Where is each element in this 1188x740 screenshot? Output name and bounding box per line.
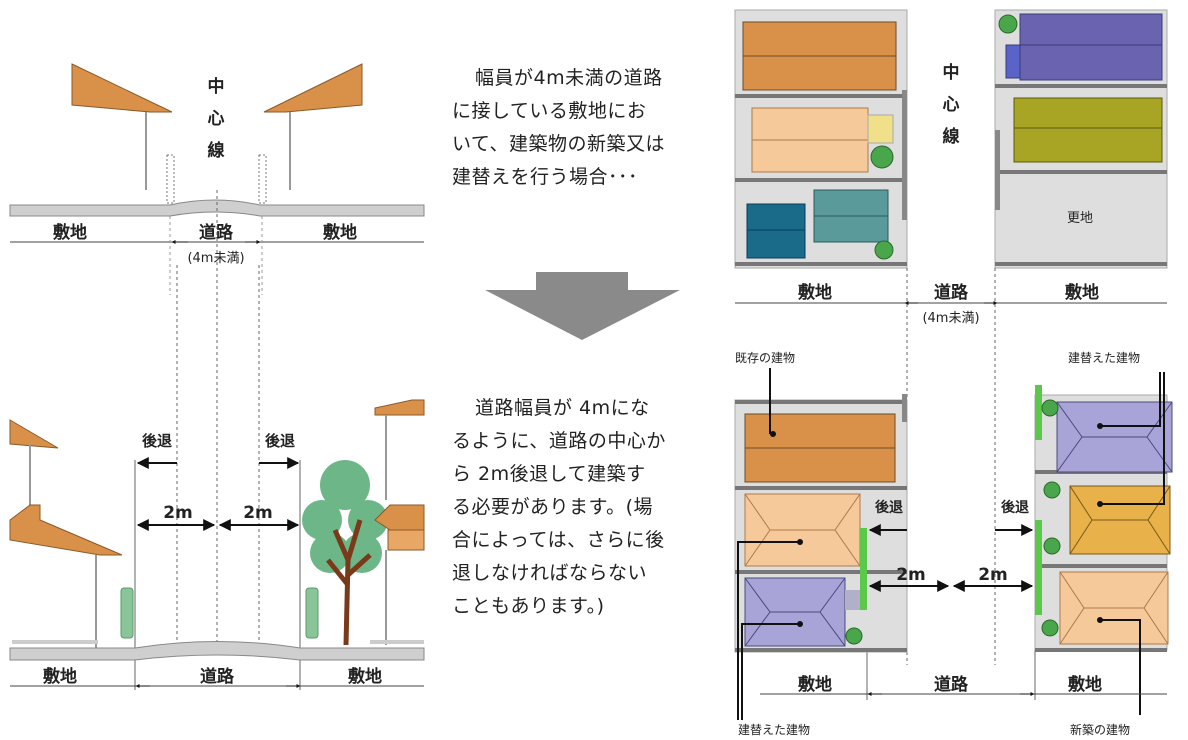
explanation-2-line-4: る必要があります。(場: [452, 496, 653, 518]
rebuilt-house-left-1: [744, 493, 861, 567]
left-upper-roof: [9, 419, 59, 449]
right-setback-right-label: 後退: [1001, 499, 1029, 516]
left-bottom-ground: [9, 641, 425, 661]
right-centerline-char-2: 心: [943, 95, 960, 115]
explanation-1-line-4: 建替えを行う場合･･･: [452, 166, 638, 188]
explanation-2: 道路幅員が 4mにな るように、道路の中心か ら 2m後退して建築す る必要があ…: [452, 397, 666, 617]
left-bottom-section: 後退 後退 2m 2m 敷地 道路 敷地: [9, 399, 425, 688]
rebuilt-house-right-2: [1069, 485, 1171, 555]
hedge-left: [860, 528, 867, 610]
down-arrow-stem: [536, 272, 628, 294]
centerline-char-3: 線: [208, 140, 225, 161]
setback-right-label: 後退: [264, 432, 295, 450]
explanation-1-line-1: 幅員が4m未満の道路: [475, 67, 663, 89]
explanation-2-line-7: こともあります。): [452, 595, 605, 617]
right-centerline-char-3: 線: [943, 126, 960, 147]
right-setback-left-label: 後退: [875, 499, 903, 516]
explanation-2-line-1: 道路幅員が 4mにな: [475, 397, 650, 419]
left-bottom-lot-right-label: 敷地: [348, 666, 382, 687]
left-house-roof: [71, 63, 173, 113]
explanation-2-line-6: 退しなければならない: [452, 562, 647, 584]
right-dist-left-label: 2m: [896, 565, 926, 585]
explanation-1-line-2: に接している敷地にお: [452, 100, 646, 122]
left-top-lot-right-label: 敷地: [323, 222, 357, 243]
right-dist-right-label: 2m: [978, 565, 1008, 585]
right-bottom-lot-left-label: 敷地: [798, 674, 832, 695]
rebuilt-building-top-label: 建替えた建物: [1068, 351, 1140, 365]
rebuilt-house-right-1: [1056, 401, 1173, 473]
explanation-1-line-3: いて、建築物の新築又は: [452, 133, 665, 155]
plan-house-6: [1013, 97, 1163, 163]
new-building-label: 新築の建物: [1070, 722, 1130, 737]
shrub-1: [870, 145, 894, 169]
explanation-2-line-3: ら 2m後退して建築す: [452, 463, 646, 485]
rebuilt-house-left-2: [744, 577, 846, 647]
plan-house-3: [746, 203, 806, 259]
explanation-2-line-5: 合によっては、さらに後: [452, 529, 665, 551]
left-top-road-width-note: (4m未満): [187, 251, 244, 266]
left-top-lot-left-label: 敷地: [53, 222, 87, 243]
left-top-section: 中 心 線 敷地 道路 敷地 (4m未満): [9, 63, 425, 266]
right-top-road-label: 道路: [934, 282, 969, 303]
left-fence: [166, 154, 175, 204]
centerline-char-1: 中: [208, 76, 225, 97]
right-bottom-plan: 既存の建物 建替えた建物 後退 後退 2m 2m 敷地 道路 敷地 建替えた建物…: [734, 351, 1173, 737]
right-centerline-char-1: 中: [943, 62, 960, 83]
explanation-2-line-2: るように、道路の中心か: [452, 430, 666, 452]
left-top-road-label: 道路: [199, 222, 234, 243]
setback-left-label: 後退: [141, 432, 172, 450]
right-top-lot-right-label: 敷地: [1065, 282, 1099, 303]
left-bottom-road-label: 道路: [200, 666, 235, 687]
right-top-lot-left-label: 敷地: [798, 282, 832, 303]
explanation-1: 幅員が4m未満の道路 に接している敷地にお いて、建築物の新築又は 建替えを行う…: [452, 67, 665, 188]
right-top-road-width-note: (4m未満): [922, 311, 979, 326]
dist-left-label: 2m: [163, 503, 193, 523]
down-arrow: [485, 272, 680, 340]
right-bottom-lot-right-label: 敷地: [1068, 674, 1102, 695]
tree: [302, 460, 388, 646]
right-house-roof: [263, 63, 363, 113]
left-hedge: [120, 587, 134, 639]
plan-house-5: [1019, 13, 1163, 81]
vacant-lot-label: 更地: [1067, 211, 1093, 226]
right-top-plan: 更地 中 心 線 敷地 道路 敷地 (4m未満): [734, 9, 1168, 326]
left-lower-roof: [9, 504, 123, 556]
left-bottom-lot-left-label: 敷地: [43, 666, 77, 687]
right-hedge: [305, 587, 319, 639]
right-bottom-road-label: 道路: [934, 674, 969, 695]
existing-building-label: 既存の建物: [735, 351, 795, 365]
right-upper-roof: [374, 399, 425, 416]
right-mid-roof: [374, 504, 425, 531]
centerline-char-2: 心: [208, 109, 225, 129]
rebuilt-building-bottom-label: 建替えた建物: [738, 723, 810, 737]
hedge-right-1: [1035, 385, 1042, 440]
hedge-right-2: [1035, 520, 1042, 615]
right-fence: [258, 154, 267, 204]
new-house: [1059, 571, 1169, 645]
dist-right-label: 2m: [243, 503, 273, 523]
